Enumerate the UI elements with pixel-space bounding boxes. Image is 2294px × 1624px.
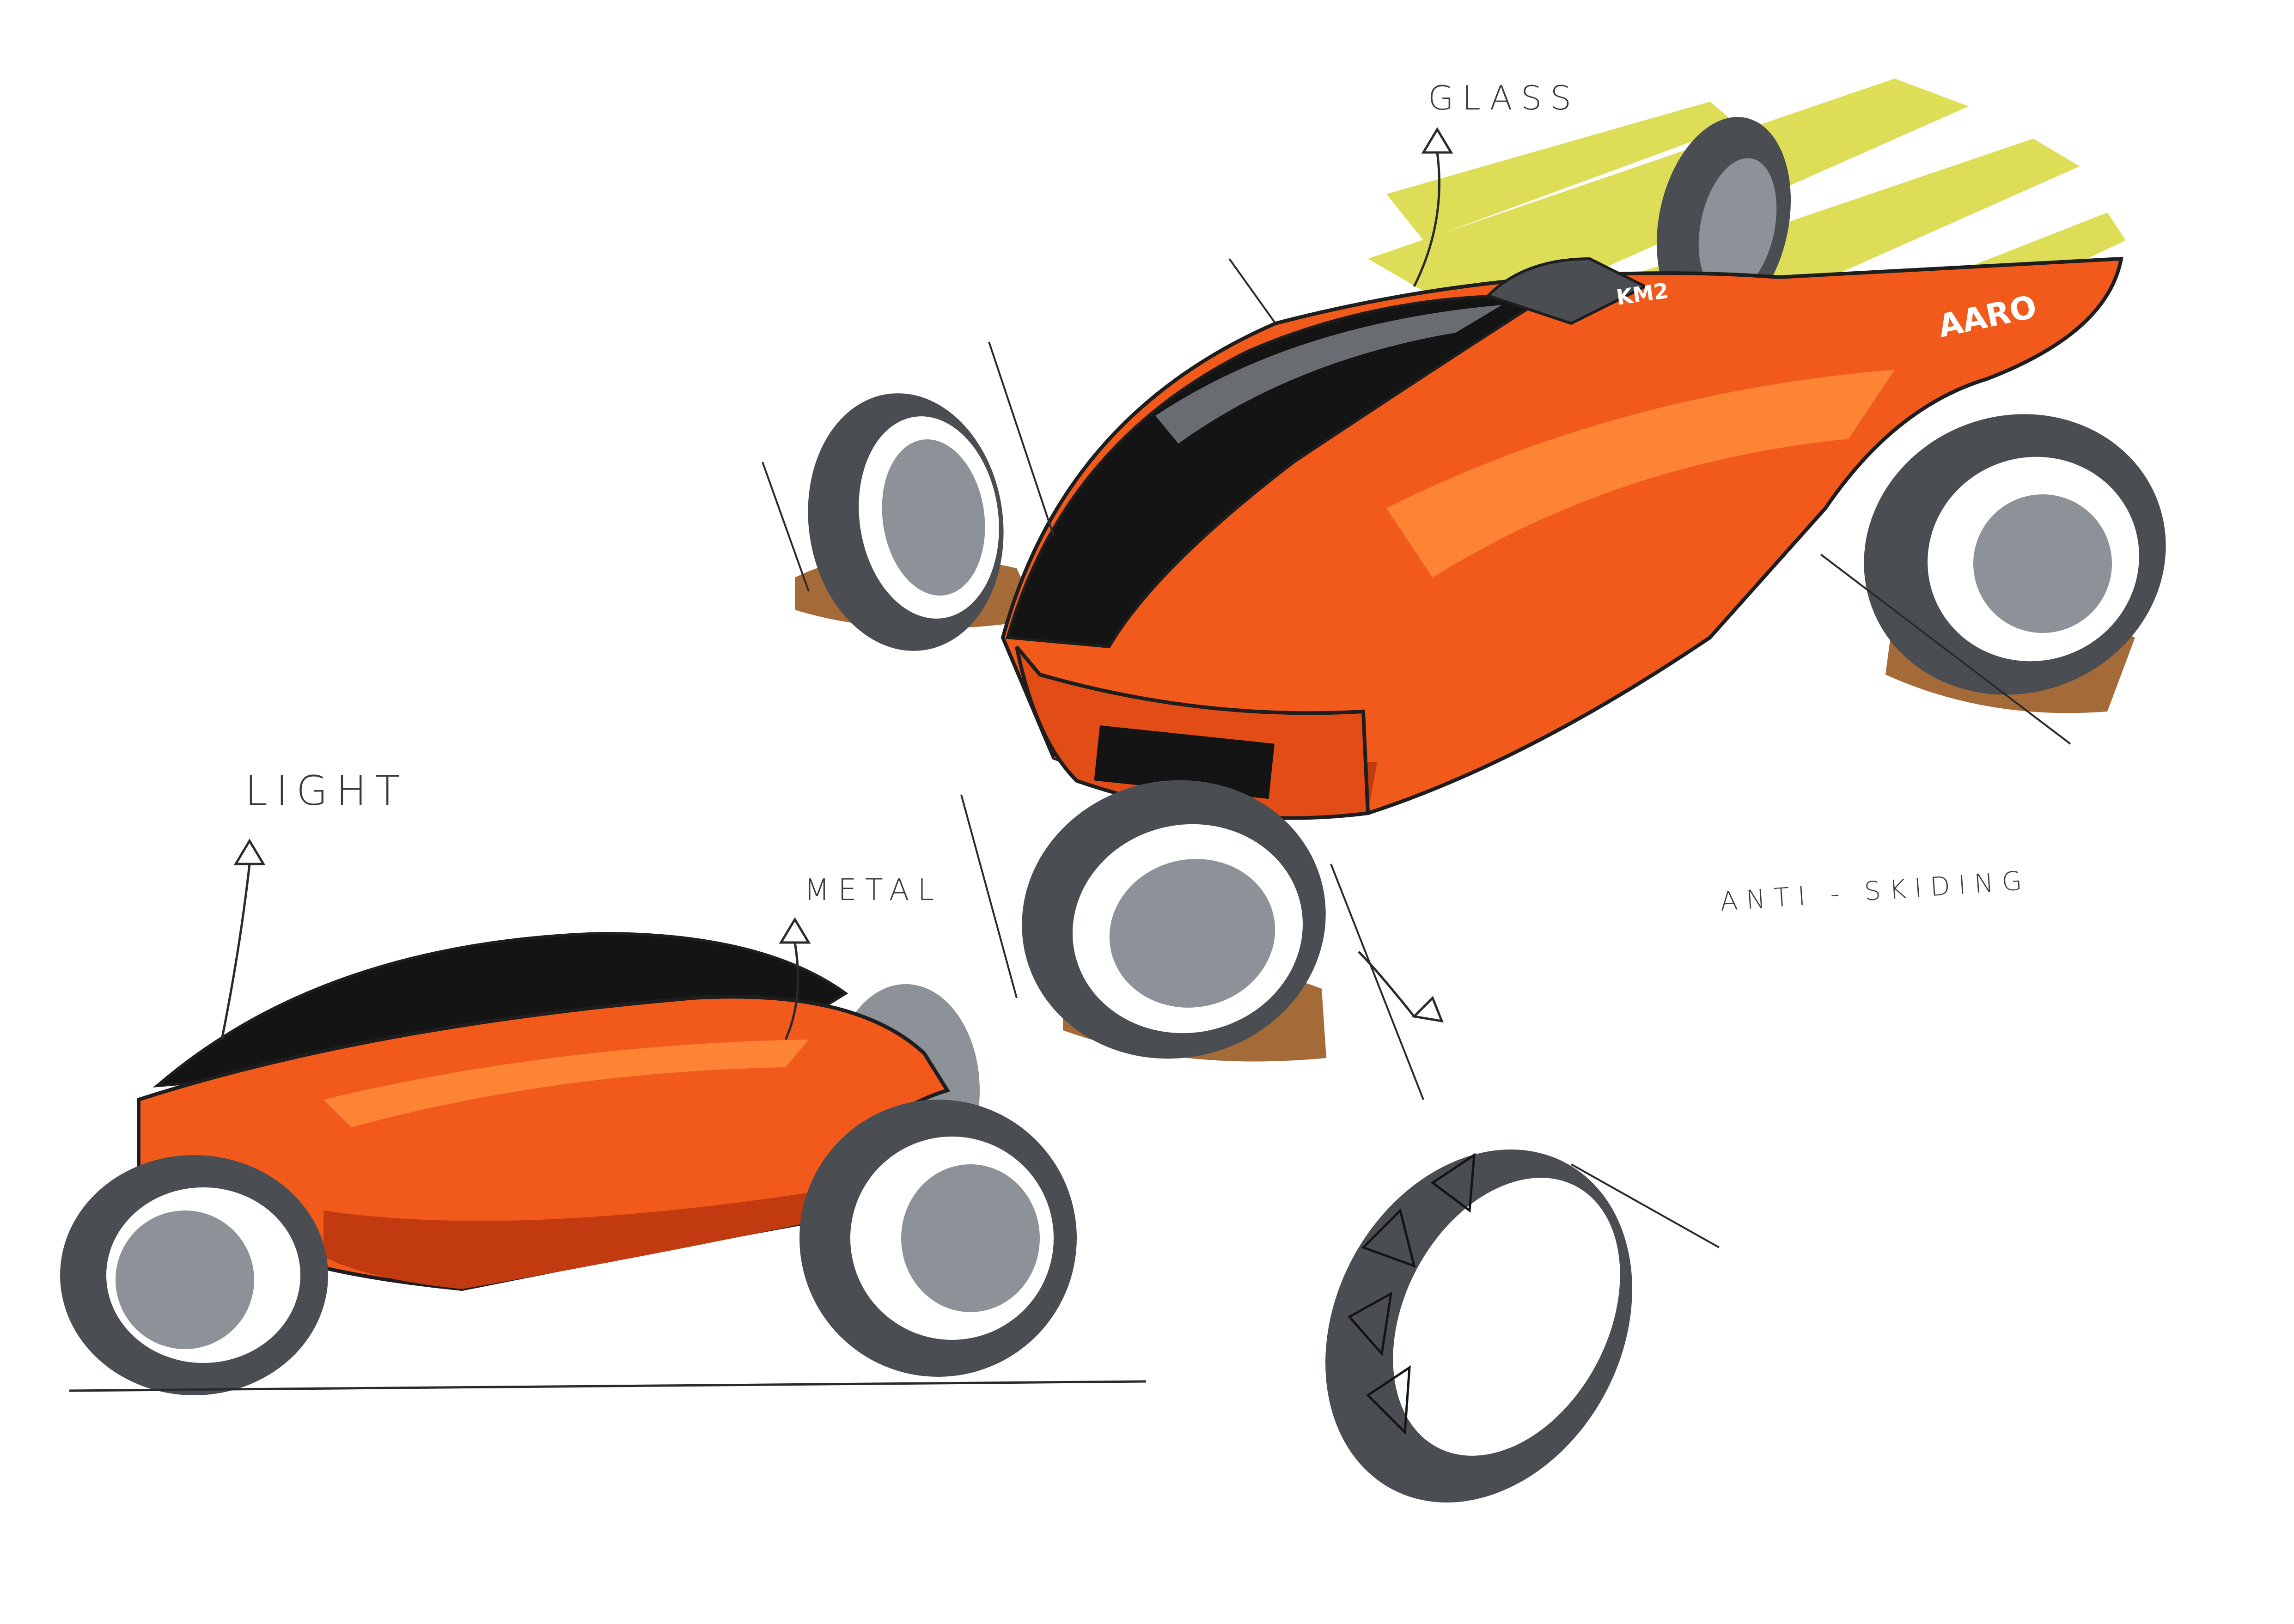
label-metal: METAL <box>804 873 943 907</box>
anti-skiding-arrow <box>1358 951 1444 1023</box>
front-right-wheel <box>1864 414 2166 695</box>
tire-detail <box>1325 1150 1720 1502</box>
tire-construction <box>1571 1163 1720 1248</box>
front-left-wheel <box>1022 780 1326 1059</box>
glass-arrow <box>1413 127 1453 287</box>
air-intake <box>1485 257 1648 325</box>
side-rear-wheel <box>60 1155 328 1395</box>
car-bottom-left <box>60 931 1147 1395</box>
car-top-right: AARO KM2 <box>762 79 2166 1100</box>
ground-line <box>69 1380 1147 1392</box>
car-body-highlight <box>1386 370 1895 578</box>
metal-arrow <box>779 917 811 1040</box>
construction-lines <box>762 258 2071 1100</box>
rear-left-wheel <box>808 393 1004 651</box>
light-arrow <box>220 839 266 1040</box>
side-car-highlight <box>323 1040 809 1127</box>
label-light: LIGHT <box>245 767 409 815</box>
label-glass: GLASS <box>1428 79 1580 117</box>
side-car-shadow <box>323 1192 823 1289</box>
side-front-wheel <box>799 1100 1077 1377</box>
front-grille <box>1094 725 1275 799</box>
canopy-reflection <box>1155 305 1502 444</box>
annotation-arrows <box>220 127 1453 1040</box>
